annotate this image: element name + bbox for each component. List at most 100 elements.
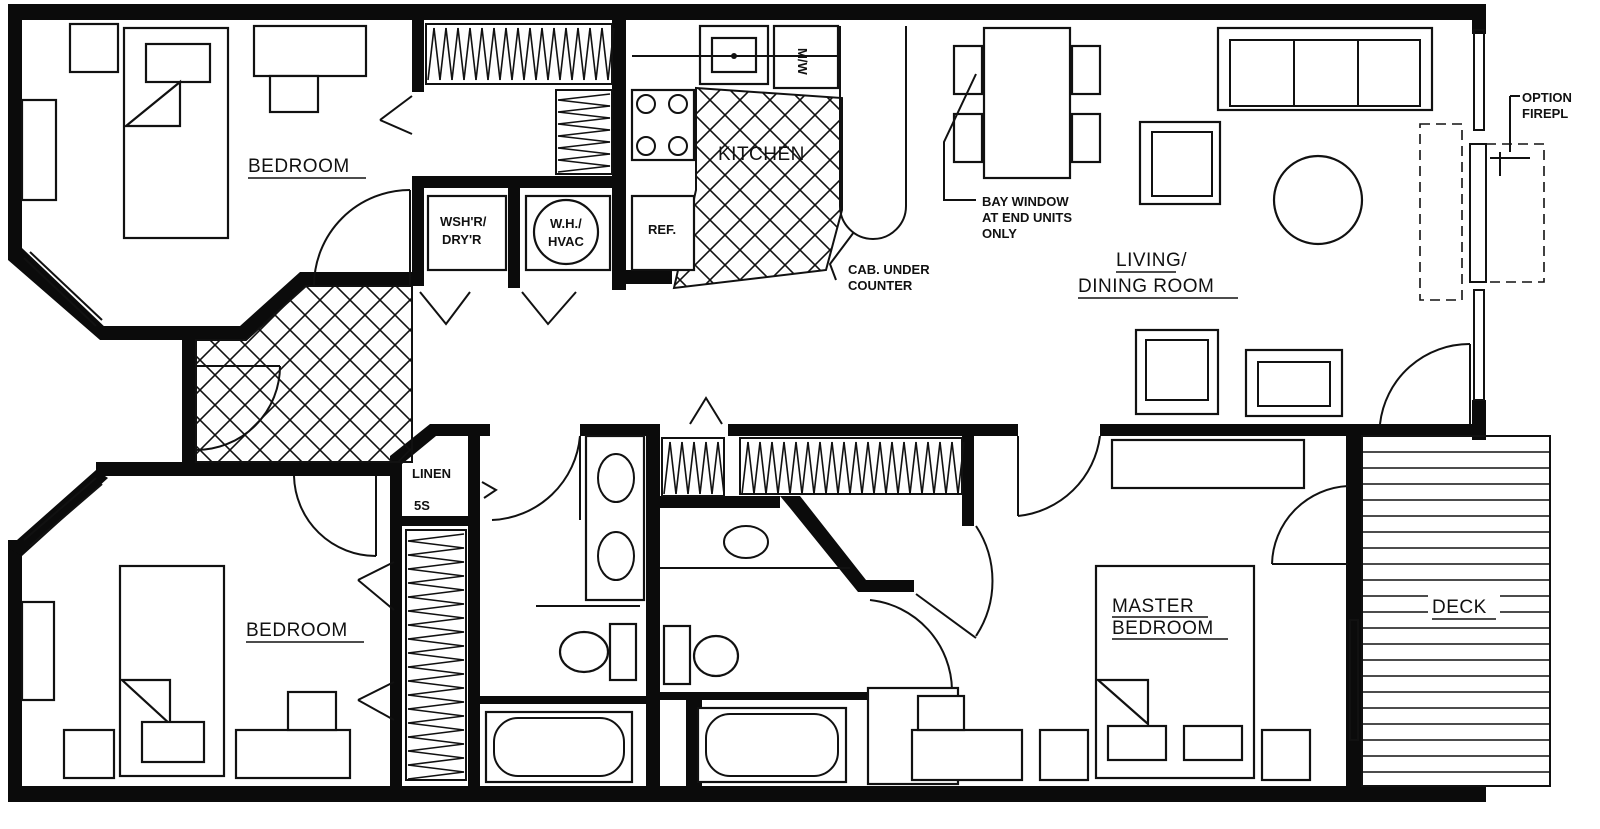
closet-shelf-line: [825, 441, 833, 495]
closet-shelf-line: [849, 441, 857, 495]
closet-shelf-line: [445, 27, 453, 81]
kitchen-fixtures: [630, 24, 907, 272]
closet-shelf-line: [407, 680, 465, 689]
living-label-line1: LIVING/: [1116, 250, 1187, 271]
closet-shelf-line: [915, 441, 923, 495]
tile-line: [0, 280, 190, 470]
master-label-line1: MASTER: [1112, 596, 1194, 617]
closet-shelf-line: [855, 441, 863, 495]
closet-shelf-line: [407, 603, 465, 612]
closet-shelf-line: [457, 27, 465, 81]
closet-shelf-line: [407, 722, 465, 731]
windows: [23, 29, 1485, 741]
closet-shelf-line: [909, 441, 917, 495]
tile-line: [674, 88, 821, 288]
closet-shelf-line: [705, 441, 713, 495]
closet-shelf-line: [407, 771, 465, 780]
tile-line: [420, 280, 610, 470]
closet-shelf-line: [407, 666, 465, 675]
closet-shelf-line: [541, 27, 549, 81]
tile-line: [689, 88, 842, 288]
closet-shelf-line: [663, 441, 671, 495]
closet-shelf-line: [557, 129, 611, 137]
leader-lines: [828, 73, 977, 281]
closet-shelf-line: [765, 441, 773, 495]
closet-shelf-line: [407, 694, 465, 703]
closet-shelf-line: [897, 441, 905, 495]
closet-shelf-line: [571, 27, 579, 81]
closet-shelf-line: [583, 27, 591, 81]
kitchen-tile-outline: [672, 86, 843, 290]
wh-label-line1: W.H./: [550, 216, 582, 231]
living-dining-furniture: [952, 26, 1545, 418]
closet-shelf-line: [819, 441, 827, 495]
closet-shelf-line: [693, 441, 701, 495]
closet-shelf-line: [891, 441, 899, 495]
closet-shelf-line: [407, 645, 465, 654]
bath-one-fixtures: [484, 434, 646, 784]
deck-label: DECK: [1432, 597, 1487, 618]
closet-shelf-line: [535, 27, 543, 81]
closet-hall: [661, 437, 965, 497]
closet-shelf-line: [553, 27, 561, 81]
fireplace-note-line1: OPTION: [1522, 90, 1572, 105]
master-bedroom-furniture: [866, 438, 1312, 786]
closet-shelf-line: [407, 701, 465, 710]
closet-shelf-line: [687, 441, 695, 495]
foyer-tile: [0, 280, 610, 470]
closet-shelf-line: [407, 743, 465, 752]
closet-shelf-line: [589, 27, 597, 81]
closet-shelf-line: [557, 135, 611, 143]
closet-shelf-line: [957, 441, 965, 495]
closet-shelf-line: [407, 624, 465, 633]
closet-shelf-line: [879, 441, 887, 495]
closet-shelf-line: [831, 441, 839, 495]
closet-shelf-line: [771, 441, 779, 495]
closet-shelf-line: [557, 123, 611, 131]
closet-shelf-line: [407, 575, 465, 584]
closet-shelf-line: [933, 441, 941, 495]
tile-line: [239, 286, 412, 462]
closet-shelf-line: [559, 27, 567, 81]
closet-shelf-line: [407, 617, 465, 626]
wh-label-line2: HVAC: [548, 234, 584, 249]
closet-shelf-line: [439, 27, 447, 81]
tile-line: [779, 88, 842, 288]
linen-label-line1: LINEN: [412, 466, 451, 481]
closet-shelf-line: [783, 441, 791, 495]
closet-shelf-line: [885, 441, 893, 495]
closet-shelf-line: [407, 708, 465, 717]
closet-shelf-line: [547, 27, 555, 81]
closet-shelf-line: [711, 441, 719, 495]
closet-shelf-line: [681, 441, 689, 495]
tile-line: [674, 88, 761, 288]
tile-line: [196, 286, 371, 462]
room-labels: BEDROOM KITCHEN LIVING/ DINING ROOM BEDR…: [246, 144, 1496, 643]
closet-shelf-line: [945, 441, 953, 495]
closet-shelf-line: [407, 582, 465, 591]
closet-shelf-line: [557, 141, 611, 149]
closet-shelf-line: [407, 540, 465, 549]
cab-note-line2: COUNTER: [848, 278, 913, 293]
closet-shelf-line: [801, 441, 809, 495]
closet-shelf-line: [407, 638, 465, 647]
tile-line: [674, 88, 842, 288]
closet-shelf-line: [487, 27, 495, 81]
closet-shelf-line: [557, 117, 611, 125]
notes: BAY WINDOW AT END UNITS ONLY CAB. UNDER …: [848, 90, 1572, 293]
closet-shelf-line: [789, 441, 797, 495]
closet-shelf-line: [747, 441, 755, 495]
closet-shelf-line: [433, 27, 441, 81]
tile-line: [0, 280, 190, 470]
closet-shelf-line: [557, 153, 611, 161]
closet-shelf-line: [407, 533, 465, 542]
tile-line: [299, 286, 412, 462]
closet-shelf-line: [601, 27, 609, 81]
closet-shelf-line: [795, 441, 803, 495]
closet-shelf-line: [557, 93, 611, 101]
closet-shelf-line: [577, 27, 585, 81]
tile-line: [749, 88, 842, 288]
bay-window-note-line1: BAY WINDOW: [982, 194, 1069, 209]
washer-label-line1: WSH'R/: [440, 214, 487, 229]
closet-shelf-line: [939, 441, 947, 495]
